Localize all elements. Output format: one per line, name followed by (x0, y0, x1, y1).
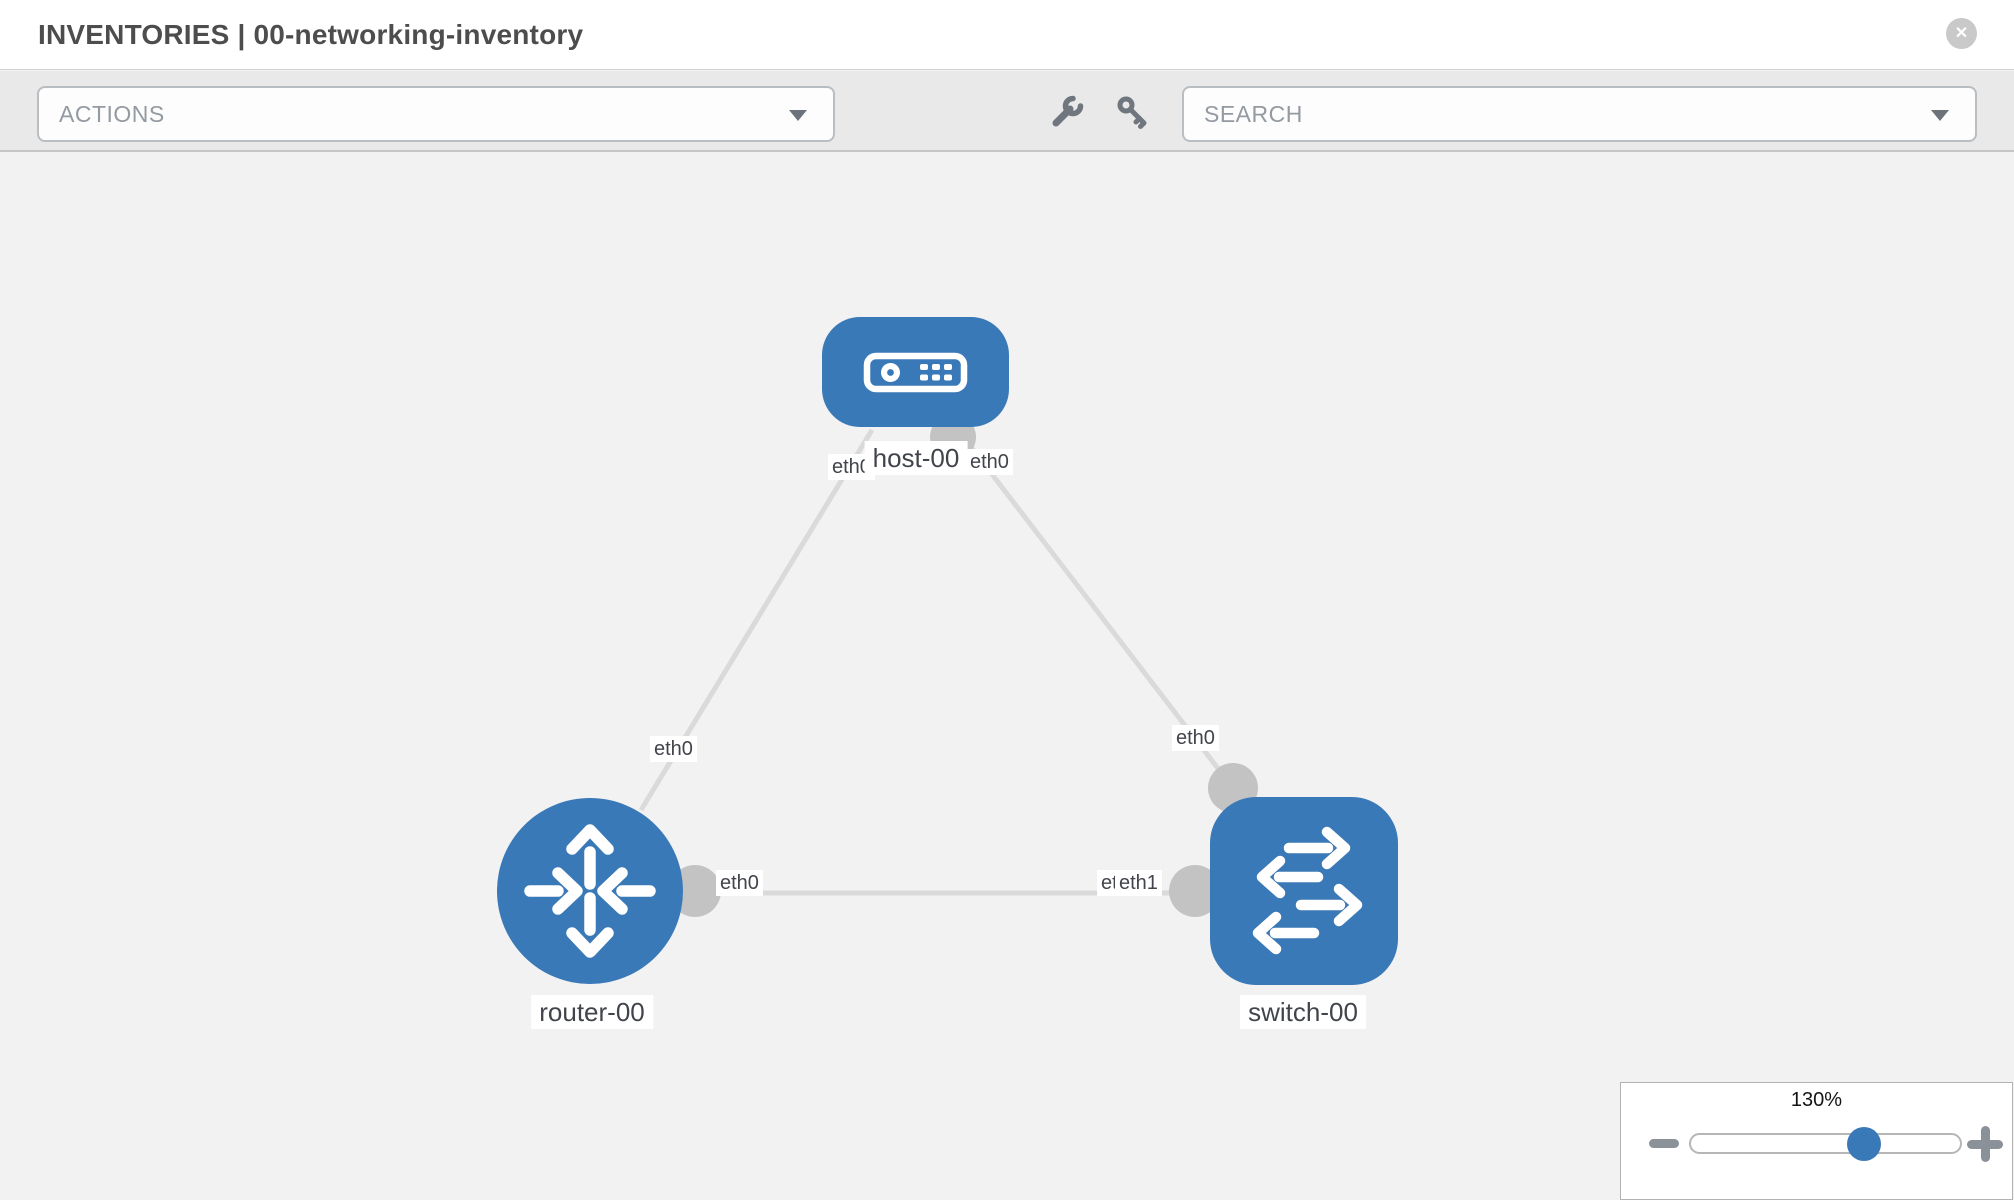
host-icon (863, 352, 968, 393)
plus-icon (1980, 1126, 1990, 1162)
toolbar: ACTIONS SEARCH (0, 71, 2014, 152)
topology-area: eth0 eth0 eth0 eth0 eth0 eth0 eth1 host-… (0, 152, 2014, 1200)
node-host-00[interactable] (822, 317, 1009, 427)
node-label-router: router-00 (531, 995, 653, 1029)
ports-layer (669, 414, 1258, 917)
zoom-slider-handle[interactable] (1847, 1127, 1881, 1161)
interface-label: eth0 (650, 736, 697, 762)
header: INVENTORIES | 00-networking-inventory ✕ (0, 0, 2014, 70)
actions-dropdown[interactable]: ACTIONS (37, 86, 835, 142)
node-router-00[interactable] (497, 798, 683, 984)
zoom-level-value: 130% (1790, 1089, 1843, 1111)
interface-label: eth0 (966, 449, 1013, 475)
zoom-in-button[interactable] (1967, 1126, 2003, 1162)
interface-label: eth1 (1115, 870, 1162, 896)
links-layer (638, 428, 1235, 896)
page-title: INVENTORIES | 00-networking-inventory (38, 19, 584, 50)
interface-label: eth0 (716, 870, 763, 896)
chevron-down-icon (1931, 110, 1949, 121)
zoom-panel: 130% (1620, 1082, 2013, 1200)
close-button[interactable]: ✕ (1946, 18, 1977, 49)
search-dropdown-label: SEARCH (1204, 101, 1303, 127)
node-switch-00[interactable] (1210, 797, 1398, 985)
zoom-out-button[interactable] (1649, 1139, 1679, 1148)
chevron-down-icon (789, 110, 807, 121)
topology-canvas[interactable] (0, 152, 2014, 1200)
key-icon (1117, 96, 1147, 129)
configure-tools-button[interactable] (1045, 90, 1089, 134)
node-label-switch: switch-00 (1240, 995, 1366, 1029)
node-label-host: host-00 (864, 441, 968, 475)
wrench-icon (1052, 95, 1084, 127)
router-icon (524, 824, 656, 958)
search-dropdown[interactable]: SEARCH (1182, 86, 1977, 142)
close-icon: ✕ (1954, 25, 1969, 42)
switch-icon (1252, 826, 1363, 955)
actions-dropdown-label: ACTIONS (59, 101, 165, 127)
port-switch-eth1 (1169, 865, 1221, 917)
key-credentials-button[interactable] (1111, 90, 1155, 134)
zoom-slider-track[interactable] (1689, 1133, 1962, 1154)
interface-label: eth0 (1172, 725, 1219, 751)
